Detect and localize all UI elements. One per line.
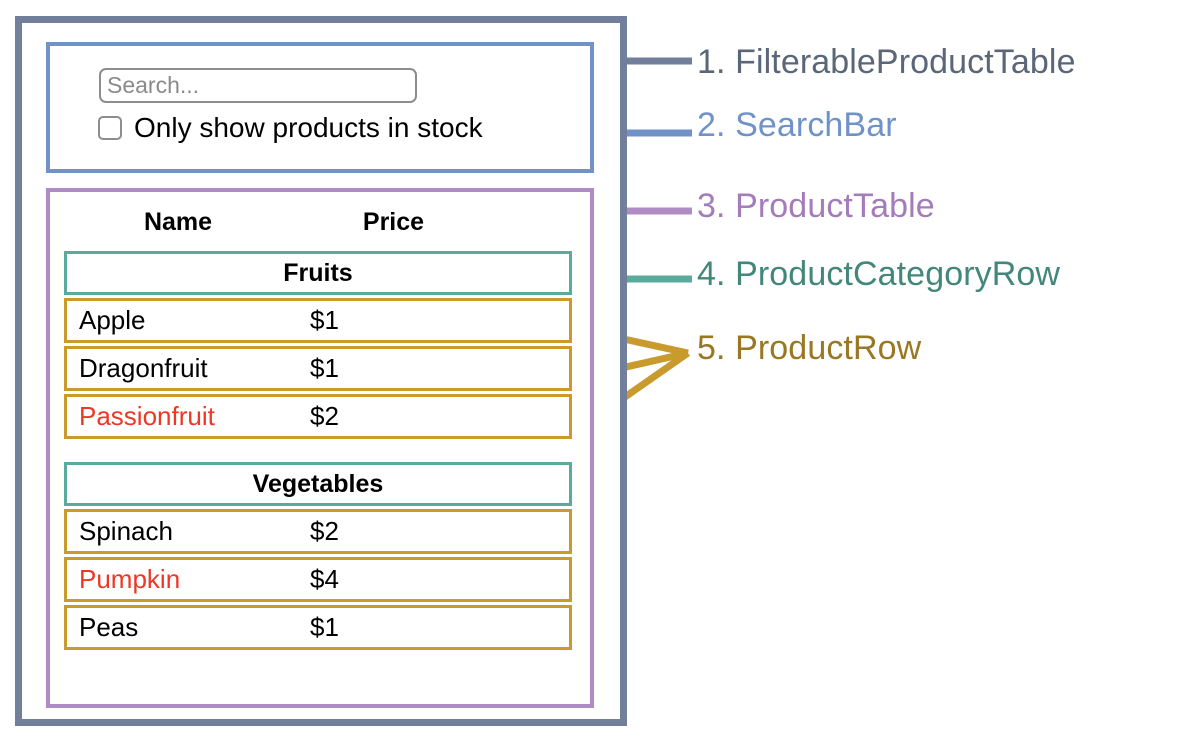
product-price: $1 [310, 305, 339, 335]
search-input[interactable] [99, 68, 417, 103]
product-table-body: Fruits Apple $1 Dragonfruit $1 Passionfr… [64, 251, 572, 653]
product-price: $2 [310, 401, 339, 431]
filterable-product-table-frame: Only show products in stock Name Price F… [15, 16, 627, 726]
callout-label-product-category-row: 4. ProductCategoryRow [697, 255, 1061, 293]
product-name: Dragonfruit [79, 353, 208, 383]
product-name: Passionfruit [79, 401, 215, 431]
product-row[interactable]: Spinach $2 [64, 509, 572, 554]
column-header-price: Price [362, 207, 425, 236]
product-category-label: Vegetables [252, 469, 384, 498]
product-name: Peas [79, 612, 139, 642]
product-category-label: Fruits [283, 258, 353, 287]
product-name: Spinach [79, 516, 173, 546]
callout-label-search-bar: 2. SearchBar [697, 106, 897, 144]
callout-label-product-table: 3. ProductTable [697, 187, 935, 225]
in-stock-checkbox-label: Only show products in stock [134, 112, 483, 143]
product-price: $4 [310, 564, 339, 594]
product-row[interactable]: Peas $1 [64, 605, 572, 650]
in-stock-filter-row[interactable]: Only show products in stock [98, 113, 483, 143]
product-price: $1 [310, 353, 339, 383]
callout-label-filterable-product-table: 1. FilterableProductTable [697, 43, 1076, 81]
product-category-row: Vegetables [64, 462, 572, 506]
product-row[interactable]: Apple $1 [64, 298, 572, 343]
product-price: $1 [310, 612, 339, 642]
product-category-row: Fruits [64, 251, 572, 295]
callout-label-product-row: 5. ProductRow [697, 329, 922, 367]
product-name: Pumpkin [79, 564, 181, 594]
column-header-name: Name [143, 207, 213, 236]
in-stock-checkbox[interactable] [98, 116, 122, 140]
product-price: $2 [310, 516, 339, 546]
group-spacer [64, 442, 572, 462]
product-row[interactable]: Pumpkin $4 [64, 557, 572, 602]
product-table-frame: Name Price Fruits Apple $1 Dragonfruit $… [46, 188, 594, 708]
product-table-header-row: Name Price [50, 200, 590, 244]
product-name: Apple [79, 305, 146, 335]
product-row[interactable]: Dragonfruit $1 [64, 346, 572, 391]
search-bar-frame: Only show products in stock [46, 42, 594, 173]
product-row[interactable]: Passionfruit $2 [64, 394, 572, 439]
